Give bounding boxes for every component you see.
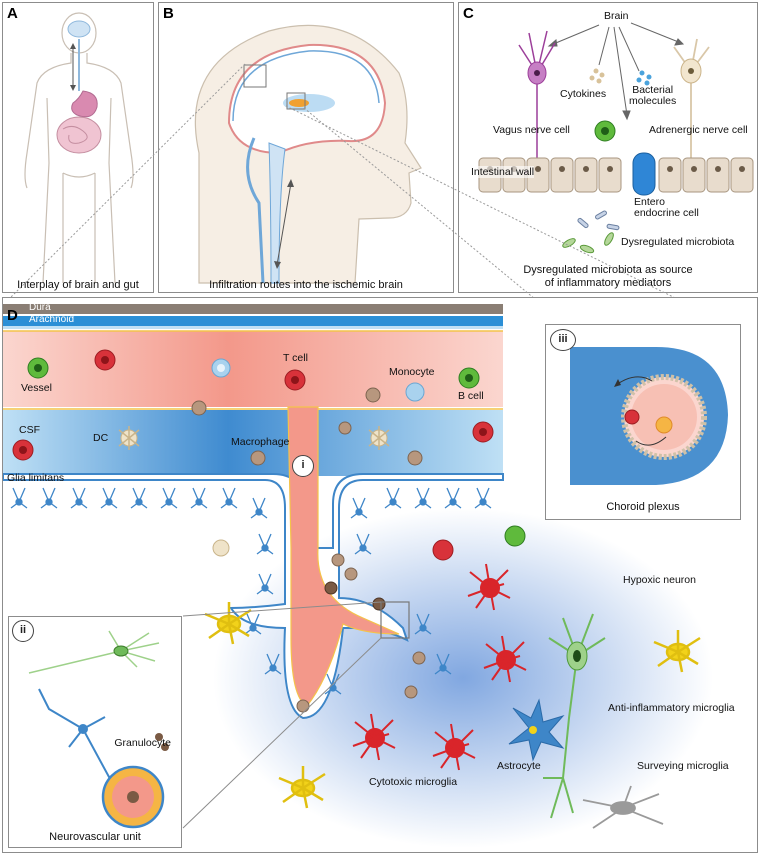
panel-c-letter: C — [463, 5, 474, 22]
anti-inflammatory-microglia — [204, 602, 701, 809]
inset-neurovascular-unit: ii Granulocyte Neurovascular unit — [8, 616, 182, 848]
surveying-microglia — [582, 785, 664, 829]
body-brain-gut-illustration — [24, 12, 134, 284]
label-dura: Dura — [29, 302, 51, 313]
label-granulocyte: Granulocyte — [114, 737, 171, 749]
label-surveying-microglia: Surveying microglia — [637, 760, 729, 772]
marker-ii: ii — [12, 620, 34, 642]
stomach-shape — [71, 90, 98, 118]
label-csf: CSF — [19, 424, 40, 436]
vagus-nerve-cell — [518, 30, 556, 174]
label-vagus-nerve-cell: Vagus nerve cell — [493, 124, 570, 136]
label-adrenergic-nerve-cell: Adrenergic nerve cell — [649, 124, 748, 136]
intestine-shape — [56, 116, 102, 154]
panel-a-caption: Interplay of brain and gut — [17, 279, 139, 291]
hypoxic-neuron — [543, 613, 606, 819]
neurovascular-unit-illustration — [28, 630, 169, 829]
marker-iii: iii — [550, 329, 576, 351]
panel-b: B Infiltration routes into the ischemic … — [158, 2, 454, 293]
gut-brain-axis-illustration — [478, 22, 754, 254]
label-cytotoxic-microglia: Cytotoxic microglia — [369, 776, 458, 788]
arachnoid-layer — [3, 316, 503, 326]
label-intestinal-wall: Intestinal wall — [471, 166, 535, 178]
dura-layer — [3, 304, 503, 314]
marker-i: i — [292, 455, 314, 477]
label-t-cell: T cell — [283, 352, 308, 364]
label-anti-inflammatory-microglia: Anti-inflammatory microglia — [608, 702, 735, 714]
panel-a: A Interplay of brain and gut — [2, 2, 154, 293]
inset-choroid-plexus: iii Choroid plexus — [545, 324, 741, 520]
panel-b-letter: B — [163, 5, 174, 22]
label-glia-limitans: Glia limitans — [7, 472, 65, 484]
label-astrocyte: Astrocyte — [497, 760, 541, 772]
panel-d-illustration — [3, 304, 713, 848]
choroid-plexus-illustration — [570, 347, 728, 485]
label-dc: DC — [93, 432, 109, 444]
microbiota — [562, 232, 614, 254]
inset-ii-caption: Neurovascular unit — [49, 831, 141, 843]
brain-shape — [67, 20, 91, 38]
panel-d-letter: D — [7, 307, 18, 324]
panel-c-caption: Dysregulated microbiota as source of inf… — [523, 264, 693, 289]
label-dysregulated-microbiota: Dysregulated microbiota — [621, 236, 735, 248]
panel-a-letter: A — [7, 5, 18, 22]
cytotoxic-microglia — [352, 563, 527, 771]
label-bacterial-molecules: Bacterial molecules — [629, 84, 677, 107]
head-sagittal-illustration — [194, 24, 422, 284]
label-macrophage: Macrophage — [231, 436, 290, 448]
panel-d: D Dura Arachnoid Vessel T cell Monocyte … — [2, 297, 758, 853]
label-brain: Brain — [604, 10, 629, 22]
inset-iii-caption: Choroid plexus — [606, 501, 680, 513]
enteroendocrine-cell — [632, 152, 656, 196]
label-arachnoid: Arachnoid — [29, 314, 75, 325]
panel-b-caption: Infiltration routes into the ischemic br… — [209, 279, 403, 291]
label-cytokines: Cytokines — [560, 88, 607, 100]
astrocyte — [508, 698, 565, 762]
label-enteroendocrine-cell: Entero endocrine cell — [634, 196, 699, 219]
label-hypoxic-neuron: Hypoxic neuron — [623, 574, 696, 586]
panel-c: C Brain Cytokines Bacterial molecules Va… — [458, 2, 758, 293]
csf-layer — [3, 410, 503, 476]
label-vessel: Vessel — [21, 382, 52, 394]
label-b-cell: B cell — [458, 390, 484, 402]
vessel-cells — [27, 349, 480, 416]
label-monocyte: Monocyte — [389, 366, 435, 378]
dendritic-cells — [118, 426, 390, 450]
